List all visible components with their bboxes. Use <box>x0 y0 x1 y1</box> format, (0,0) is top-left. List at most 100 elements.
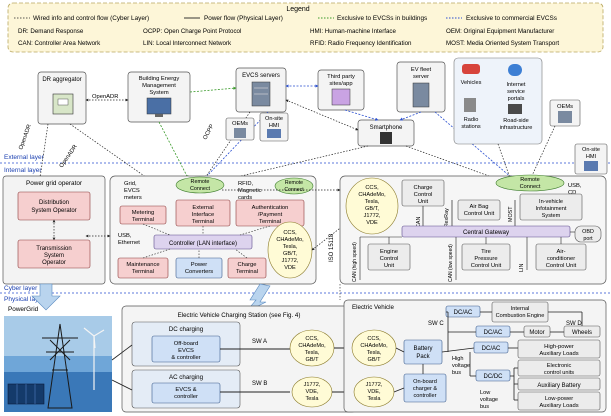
charging-station-panel: Electric Vehicle Charging Station (see F… <box>121 305 357 413</box>
station-dc-conn-label-2: CHAdeMo, <box>298 343 326 349</box>
hmi-right-label-2: HMI <box>586 154 597 160</box>
grid-operator-panel: Power grid operator Distribution System … <box>2 175 106 285</box>
legend-abbr-dr: DR: Demand Response <box>18 28 84 35</box>
aircon-label-2: conditioner <box>547 256 575 262</box>
fleet-server: EV fleet server <box>396 61 446 113</box>
meters-label-2: EVCS <box>124 188 140 194</box>
evcs-conn-label-4: GB/T, <box>283 251 297 257</box>
ocpp-label: OCPP <box>202 123 215 140</box>
dcac-top <box>445 305 481 318</box>
ice-label-1: Internal <box>511 306 530 312</box>
lv-bus-label-2: voltage <box>480 397 498 403</box>
wheels-label: Wheels <box>572 330 592 336</box>
radio-label-2: stations <box>461 124 480 130</box>
meters-label-1: Grid, <box>124 181 137 187</box>
hmi-screen-icon <box>267 129 281 138</box>
infotainment-label-2: Infotainment <box>536 206 567 212</box>
ev-conn-label-1: CCS, <box>365 185 379 191</box>
maintenance-label-2: Terminal <box>132 269 154 275</box>
evcs-conn-label-1: CCS, <box>283 230 297 236</box>
infotainment-label-1: In-vehicle <box>539 199 563 205</box>
ev-dc-conn-label-4: GB/T <box>367 357 381 363</box>
third-party-label-1: Third party <box>327 74 355 80</box>
evcs-conn-label-5: J1772, <box>282 258 299 264</box>
bems-label-3: System <box>149 90 168 96</box>
external-layer-label: External layer <box>4 154 45 161</box>
internal-layer-label: Internal layer <box>4 167 42 174</box>
usb-cd-label-1: USB, <box>568 183 582 189</box>
hp-aux-loads <box>517 339 601 359</box>
radio-label-1: Radio <box>464 117 479 123</box>
evcs-controller-ac <box>151 382 221 404</box>
ev-conn-label-6: VDE <box>366 220 378 226</box>
remote-connect-evcs-label-2: Connect <box>190 186 211 192</box>
rfid-label-1: RFID, <box>238 181 254 187</box>
ccu-label-2: Control <box>414 192 433 198</box>
offboard-label-1: Off-board <box>174 341 198 347</box>
ev-conn-label-2: CHAdeMo, <box>358 192 386 198</box>
lp-loads-label-2: Auxiliary Loads <box>539 403 578 409</box>
rfid-label-2: Magnetic <box>238 188 262 194</box>
external-services-group: Vehicles Internet service portals Radio … <box>453 57 543 145</box>
lv-bus-label-3: bus <box>480 404 489 410</box>
evcs-servers-label: EVCS servers <box>242 73 280 79</box>
transmission-tower-icon <box>42 323 78 409</box>
oem-server-icon <box>234 128 246 138</box>
ecu-engine-label-1: Engine <box>380 249 398 255</box>
dso-label-2: System Operator <box>31 208 76 214</box>
roadside-label-1: Road-side <box>503 118 529 124</box>
airbag-control-unit <box>457 199 501 221</box>
sw-c-label: SW C <box>428 321 444 327</box>
radio-icon <box>464 98 476 112</box>
ev-cyber-panel: CCS, CHAdeMo, Tesla, GB/T, J1772, VDE Ch… <box>339 174 607 285</box>
station-ac-conn-label-1: J1772, <box>304 382 321 388</box>
phone-icon <box>380 132 392 144</box>
hmi-right-screen-icon <box>584 161 598 171</box>
can-low-label: CAN (low speed) <box>448 244 454 282</box>
remote-connect-evcs <box>175 176 225 194</box>
legend-excl-commercial: Exclusive to commercial EVCSs <box>466 15 557 22</box>
can-label-vertical: CAN <box>416 217 422 228</box>
solar-panel-icon <box>7 383 45 405</box>
portals-label-3: portals <box>508 96 525 102</box>
power-converters <box>175 257 223 279</box>
infotainment-label-3: System <box>542 213 561 219</box>
onboard-label-1: On-board <box>413 379 437 385</box>
metering-label-2: Terminal <box>132 217 154 223</box>
lin-label: LIN <box>519 264 525 272</box>
lp-loads-label-1: Low-power <box>545 396 573 402</box>
fleet-server-icon <box>412 82 430 108</box>
ev-conn-label-5: J1772, <box>364 213 381 219</box>
ev-physical-panel: Electric Vehicle CCS, CHAdeMo, Tesla, GB… <box>343 299 607 413</box>
infotainment-system <box>519 193 583 221</box>
hv-bus-label-1: High <box>452 356 464 362</box>
ac-charging-label: AC charging <box>169 374 204 381</box>
roadside-label-2: infrastructure <box>500 125 533 131</box>
monitor-icon <box>146 97 172 115</box>
evcs-servers: EVCS servers <box>235 67 287 113</box>
lv-bus-label-1: Low <box>480 390 491 396</box>
ecu-engine-label-3: Unit <box>384 263 395 269</box>
legend-abbr-rfid: RFID: Radio Frequency Identification <box>310 40 412 47</box>
remote-connect-ev-label-1: Remote <box>520 177 540 183</box>
globe-icon <box>508 64 522 76</box>
fleet-label-1: EV fleet <box>411 67 432 73</box>
ccu-label-3: Unit <box>418 199 429 205</box>
can-high-label: CAN (high speed) <box>352 242 358 282</box>
evcs-conn-label-2: CHAdeMo, <box>276 237 304 243</box>
grid-operator-title: Power grid operator <box>26 180 83 187</box>
tire-label-2: Pressure <box>474 256 497 262</box>
portals-label-2: service <box>507 89 525 95</box>
legend-abbr-lin: LIN: Local Interconnect Network <box>143 40 232 47</box>
dcdc-box <box>475 369 511 382</box>
flexray-label: FlexRay <box>444 208 450 228</box>
auth-label-3: Terminal <box>259 219 281 225</box>
station-title: Electric Vehicle Charging Station (see F… <box>178 312 301 319</box>
airbag-label-1: Air Bag <box>469 204 488 210</box>
meters-label-3: meters <box>124 195 142 201</box>
remote-connect-ev-label-2: Connect <box>520 184 541 190</box>
powergrid-photo: PowerGrid <box>4 306 112 412</box>
motor-box <box>523 325 551 338</box>
ev-title: Electric Vehicle <box>352 304 395 311</box>
